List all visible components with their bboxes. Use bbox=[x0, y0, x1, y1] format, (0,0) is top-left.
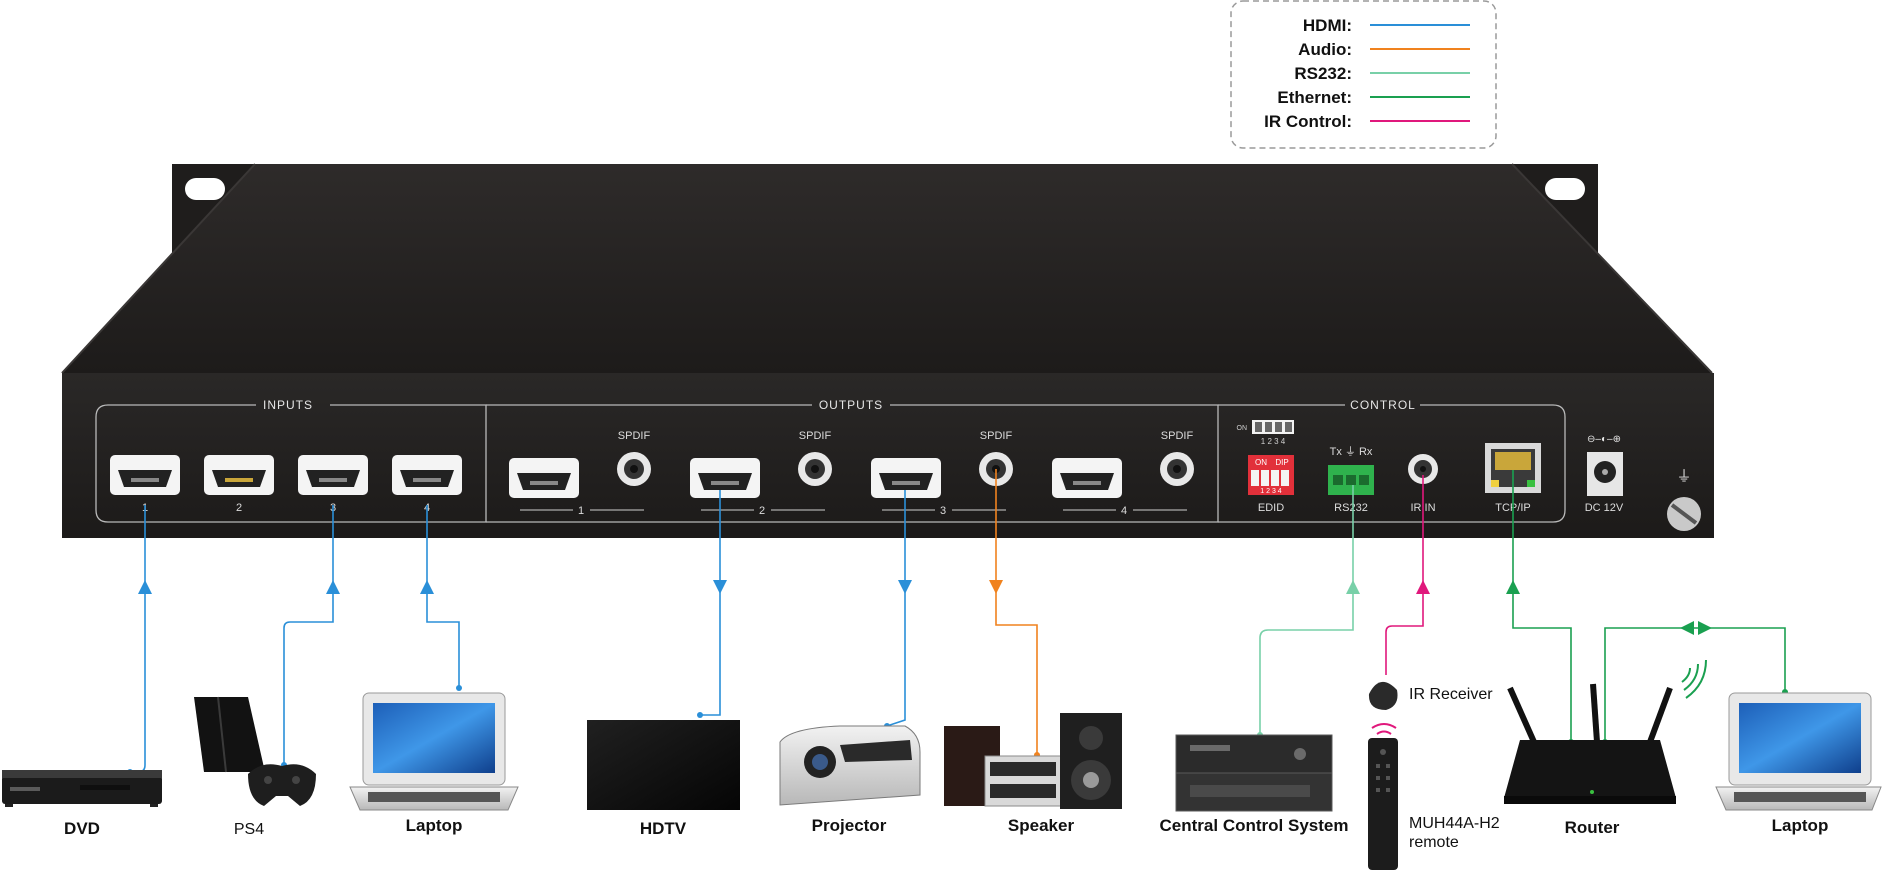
wifi-signal-icon bbox=[1681, 659, 1707, 699]
control-title: CONTROL bbox=[1350, 398, 1416, 412]
legend-label-ir: IR Control: bbox=[1264, 112, 1352, 131]
projector bbox=[779, 725, 921, 806]
spdif-port-2[interactable] bbox=[798, 452, 832, 486]
hdmi-line-projector bbox=[886, 490, 906, 727]
ir-in-port[interactable] bbox=[1408, 454, 1438, 484]
router bbox=[1504, 683, 1676, 804]
hdmi-line-laptop bbox=[426, 505, 460, 688]
audio-line-speaker bbox=[995, 469, 1038, 755]
ethernet-line-laptop bbox=[1604, 627, 1786, 742]
ir-receiver-label: IR Receiver bbox=[1409, 686, 1493, 703]
top-dip-on: ON bbox=[1237, 425, 1248, 432]
speaker-label: Speaker bbox=[1008, 816, 1075, 835]
ground-screw: ⏚ bbox=[1667, 468, 1701, 531]
matrix-switcher: INPUTS OUTPUTS CONTROL 1 2 3 4 bbox=[61, 163, 1714, 538]
ps4-label: PS4 bbox=[234, 821, 264, 838]
ir-signal-icon bbox=[1371, 723, 1397, 735]
laptop-right-label: Laptop bbox=[1772, 816, 1829, 835]
ir-remote bbox=[1368, 738, 1398, 870]
legend-label-audio: Audio: bbox=[1298, 40, 1352, 59]
remote-label-line1: MUH44A-H2 bbox=[1409, 815, 1500, 832]
central-control-label: Central Control System bbox=[1160, 816, 1349, 835]
dvd-player bbox=[2, 770, 162, 807]
rack-hole-left bbox=[185, 178, 225, 200]
output-number-1: 1 bbox=[578, 505, 584, 517]
edid-dip-on: ON bbox=[1255, 458, 1267, 467]
speaker-system bbox=[944, 713, 1122, 809]
rs232-label: RS232 bbox=[1334, 502, 1368, 514]
spdif-port-4[interactable] bbox=[1160, 452, 1194, 486]
top-dip-numbers: 1 2 3 4 bbox=[1261, 437, 1286, 446]
dvd-label: DVD bbox=[64, 819, 100, 838]
ir-line-receiver bbox=[1385, 475, 1424, 675]
spdif-label-2: SPDIF bbox=[799, 430, 832, 442]
spdif-label-4: SPDIF bbox=[1161, 430, 1194, 442]
hdtv-label: HDTV bbox=[640, 819, 687, 838]
output-number-4: 4 bbox=[1121, 505, 1127, 517]
hdtv bbox=[587, 720, 740, 810]
inputs-title: INPUTS bbox=[263, 398, 313, 412]
projector-label: Projector bbox=[812, 816, 887, 835]
router-label: Router bbox=[1565, 818, 1620, 837]
connection-arrows bbox=[138, 580, 1712, 635]
svg-text:⏚: ⏚ bbox=[1676, 468, 1691, 485]
legend-label-ethernet: Ethernet: bbox=[1277, 88, 1352, 107]
edid-dip-dip: DIP bbox=[1275, 458, 1288, 467]
top-dip-switch[interactable] bbox=[1252, 420, 1294, 434]
legend-box bbox=[1230, 0, 1497, 149]
laptop-left bbox=[349, 692, 519, 811]
input-port-1[interactable] bbox=[110, 455, 180, 495]
device-top bbox=[62, 164, 1712, 373]
laptop-right bbox=[1715, 692, 1882, 811]
rs232-line-central bbox=[1259, 485, 1354, 735]
edid-label: EDID bbox=[1258, 502, 1284, 514]
rack-hole-right bbox=[1545, 178, 1585, 200]
output-port-3[interactable] bbox=[871, 458, 941, 498]
ir-receiver bbox=[1368, 681, 1398, 710]
dc-label: DC 12V bbox=[1585, 502, 1624, 514]
dc-power-jack[interactable] bbox=[1587, 452, 1623, 496]
legend: HDMI: Audio: RS232: Ethernet: IR Control… bbox=[1230, 0, 1497, 149]
rs232-port[interactable] bbox=[1328, 465, 1374, 495]
input-port-3[interactable] bbox=[298, 455, 368, 495]
output-port-4[interactable] bbox=[1052, 458, 1122, 498]
output-number-3: 3 bbox=[940, 505, 946, 517]
hdmi-line-ps4 bbox=[283, 505, 334, 765]
spdif-label-3: SPDIF bbox=[980, 430, 1013, 442]
output-port-2[interactable] bbox=[690, 458, 760, 498]
ps4-console bbox=[194, 696, 316, 806]
input-number-2: 2 bbox=[236, 502, 242, 514]
ethernet-line-router bbox=[1512, 470, 1572, 742]
edid-dip-numbers: 1 2 3 4 bbox=[1260, 488, 1282, 495]
edid-dip-switch[interactable] bbox=[1248, 455, 1294, 495]
remote-label-line2: remote bbox=[1409, 834, 1459, 851]
spdif-port-1[interactable] bbox=[617, 452, 651, 486]
outputs-title: OUTPUTS bbox=[819, 398, 883, 412]
legend-label-hdmi: HDMI: bbox=[1303, 16, 1352, 35]
hdmi-line-dvd bbox=[130, 505, 146, 773]
input-port-2[interactable] bbox=[204, 455, 274, 495]
input-port-4[interactable] bbox=[392, 455, 462, 495]
connection-lines bbox=[130, 469, 1786, 773]
hdmi-line-hdtv bbox=[700, 490, 721, 716]
output-number-2: 2 bbox=[759, 505, 765, 517]
legend-label-rs232: RS232: bbox=[1294, 64, 1352, 83]
spdif-label-1: SPDIF bbox=[618, 430, 651, 442]
central-control-system bbox=[1175, 734, 1333, 812]
laptop-left-label: Laptop bbox=[406, 816, 463, 835]
output-port-1[interactable] bbox=[509, 458, 579, 498]
dc-polarity-symbol: ⊖–◐–⊕ bbox=[1587, 434, 1621, 445]
rs232-pin-label: Tx ⏚ Rx bbox=[1330, 445, 1373, 458]
